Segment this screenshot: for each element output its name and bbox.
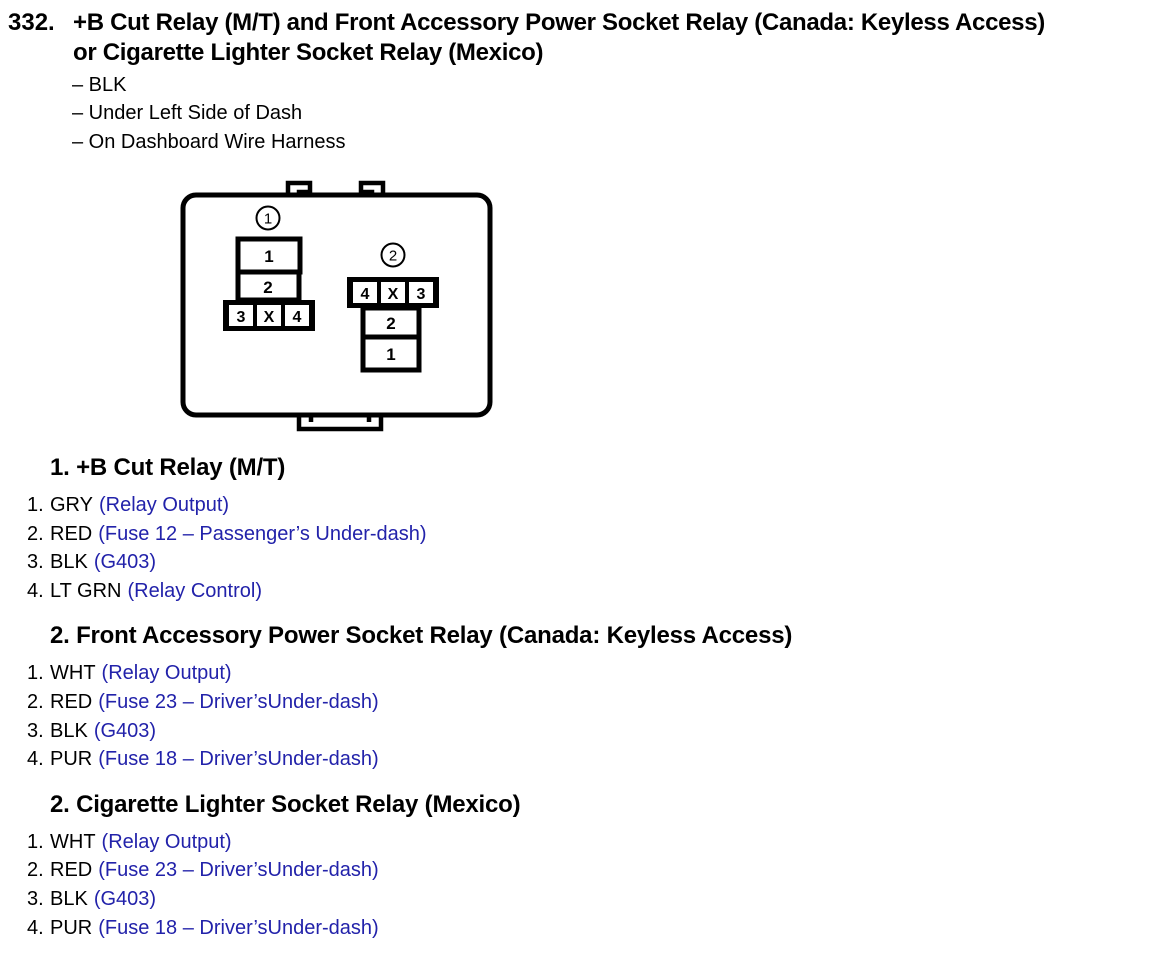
connector1-pin3-label: 3: [237, 309, 246, 326]
pin-description: (G403): [93, 719, 157, 742]
pin-number: 2.: [27, 690, 44, 713]
pin-number: 3.: [27, 719, 44, 742]
pin-wire-color: RED: [50, 522, 93, 545]
top-tab-left: [285, 180, 313, 197]
pin-row: 3. BLK (G403): [27, 885, 1174, 914]
pin-description: (Fuse 12 – Passenger’s Under-dash): [98, 522, 427, 545]
pin-number: 4.: [27, 579, 44, 602]
section-heading: 2. Cigarette Lighter Socket Relay (Mexic…: [50, 790, 521, 818]
pin-wire-color: BLK: [50, 551, 88, 574]
pin-row: 4. PUR (Fuse 18 – Driver’sUnder-dash): [27, 914, 1174, 943]
connector1-pin1-label: 1: [264, 247, 273, 266]
pin-description: (Fuse 18 – Driver’sUnder-dash): [98, 916, 379, 939]
section-b-cut-relay: 1. +B Cut Relay (M/T) 1. GRY (Relay Outp…: [0, 455, 1174, 605]
connector1-pin2-label: 2: [263, 278, 272, 297]
section-cigarette-lighter-socket-relay: 2. Cigarette Lighter Socket Relay (Mexic…: [0, 790, 1174, 943]
section-heading: 2. Front Accessory Power Socket Relay (C…: [50, 622, 793, 650]
pin-row: 1. WHT (Relay Output): [27, 828, 1174, 857]
connector1-pinx-label: X: [264, 309, 275, 326]
note-line: – On Dashboard Wire Harness: [72, 130, 346, 153]
pin-row: 3. BLK (G403): [27, 717, 1174, 746]
pin-row: 2. RED (Fuse 23 – Driver’sUnder-dash): [27, 856, 1174, 885]
pin-sections: 1. +B Cut Relay (M/T) 1. GRY (Relay Outp…: [0, 455, 1174, 942]
pin-wire-color: GRY: [50, 494, 93, 516]
connector2-pin1-box: [360, 334, 422, 373]
pin-row: 3. BLK (G403): [27, 548, 1174, 577]
title-line-1: +B Cut Relay (M/T) and Front Accessory P…: [73, 9, 1045, 36]
connector2-pin1-label: 1: [386, 345, 395, 364]
pin-wire-color: WHT: [50, 830, 96, 853]
pin-row: 2. RED (Fuse 23 – Driver’sUnder-dash): [27, 688, 1174, 717]
connector1-pinx-box: [257, 305, 281, 326]
location-notes: – BLK – Under Left Side of Dash – On Das…: [72, 71, 345, 156]
pin-number: 2.: [27, 522, 44, 545]
section-heading: 1. +B Cut Relay (M/T): [50, 454, 286, 481]
connector-diagram: 1 1 2 3 X 4 2 4 X 3 2: [177, 176, 495, 439]
connector1-badge-circle: [255, 205, 281, 231]
pin-row: 1. WHT (Relay Output): [27, 659, 1174, 688]
page-header: 332. +B Cut Relay (M/T) and Front Access…: [8, 8, 1045, 68]
connector2-pin2-label: 2: [386, 314, 395, 333]
pin-number: 1.: [27, 662, 44, 685]
bottom-tab: [296, 415, 384, 432]
connector1-pin1-box: [235, 236, 303, 275]
connector1-pin3-box: [229, 305, 253, 326]
pin-wire-color: LT GRN: [50, 579, 122, 602]
connector1-pin4-box: [285, 305, 309, 326]
pin-number: 2.: [27, 859, 44, 882]
bottom-tab-hooks: [308, 415, 372, 422]
connector2-pinx-label: X: [388, 286, 399, 303]
connector-diagram-svg: 1 1 2 3 X 4 2 4 X 3 2: [180, 180, 493, 432]
pin-wire-color: PUR: [50, 916, 93, 939]
pin-wire-color: BLK: [50, 719, 88, 742]
connector2-badge: 2: [389, 248, 397, 265]
pin-wire-color: PUR: [50, 748, 93, 771]
pin-wire-color: RED: [50, 690, 93, 713]
pin-description: (Fuse 18 – Driver’sUnder-dash): [98, 748, 379, 771]
pin-description: (Relay Output): [101, 830, 232, 853]
pin-description: (Fuse 23 – Driver’sUnder-dash): [98, 690, 379, 713]
pin-description: (Relay Output): [101, 662, 232, 685]
pin-row: 4. PUR (Fuse 18 – Driver’sUnder-dash): [27, 745, 1174, 774]
connector1-badge: 1: [264, 211, 272, 228]
page-title: +B Cut Relay (M/T) and Front Accessory P…: [73, 8, 1045, 68]
item-number: 332.: [8, 9, 55, 36]
section-front-accessory-power-socket-relay: 2. Front Accessory Power Socket Relay (C…: [0, 623, 1174, 773]
connector2-pin3-label: 3: [417, 286, 426, 303]
pin-description: (Relay Control): [127, 579, 262, 602]
pin-number: 3.: [27, 551, 44, 574]
pin-number: 1.: [27, 494, 44, 516]
pin-number: 4.: [27, 748, 44, 771]
pin-wire-color: RED: [50, 859, 93, 882]
top-tab-right: [358, 180, 386, 197]
pin-wire-color: WHT: [50, 662, 96, 685]
connector2-pin4-box: [353, 282, 377, 303]
connector2-pin3-box: [409, 282, 433, 303]
pin-number: 3.: [27, 887, 44, 910]
pin-row: 1. GRY (Relay Output): [27, 491, 1174, 520]
connector2-pinx-box: [381, 282, 405, 303]
note-line: – BLK: [72, 74, 127, 96]
pin-number: 4.: [27, 916, 44, 939]
connector1-pin4-label: 4: [293, 309, 302, 326]
pin-description: (G403): [93, 887, 157, 910]
connector2-pin4-label: 4: [361, 286, 370, 303]
pin-row: 4. LT GRN (Relay Control): [27, 577, 1174, 606]
pin-description: (Fuse 23 – Driver’sUnder-dash): [98, 859, 379, 882]
note-line: – Under Left Side of Dash: [72, 102, 303, 125]
pin-wire-color: BLK: [50, 887, 88, 910]
title-line-2: or Cigarette Lighter Socket Relay (Mexic…: [73, 39, 544, 66]
connector2-badge-circle: [380, 242, 406, 268]
pin-number: 1.: [27, 830, 44, 853]
pin-description: (G403): [93, 551, 157, 574]
pin-description: (Relay Output): [98, 494, 230, 516]
pin-row: 2. RED (Fuse 12 – Passenger’s Under-dash…: [27, 520, 1174, 549]
